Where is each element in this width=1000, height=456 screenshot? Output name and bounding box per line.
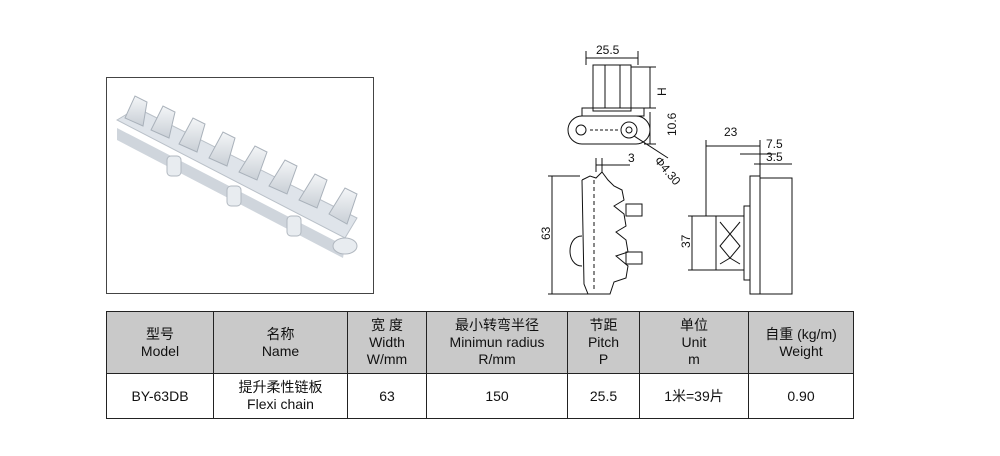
cell-model: BY-63DB	[106, 373, 214, 419]
table-row: BY-63DB 提升柔性链板 Flexi chain 63 150 25.5 1…	[106, 373, 854, 419]
technical-drawing: 25.5 H 10.6 Φ4.30 3 63 37 23 7.5 3.5	[539, 43, 793, 295]
chain-front-profile	[581, 171, 629, 295]
header-name: 名称 Name	[213, 311, 348, 374]
dim-overall-63: 63	[539, 226, 553, 240]
dim-height-10-6: 10.6	[665, 112, 679, 136]
cell-radius: 150	[426, 373, 568, 419]
cell-pitch: 25.5	[567, 373, 640, 419]
cell-width: 63	[347, 373, 427, 419]
dim-side-3-5: 3.5	[766, 150, 783, 164]
flexi-chain-image	[115, 95, 358, 258]
spec-table: 型号 Model 名称 Name 宽 度 Width W/mm 最小转弯半径 M…	[106, 311, 854, 419]
side-view-block	[715, 215, 745, 271]
table-header-row: 型号 Model 名称 Name 宽 度 Width W/mm 最小转弯半径 M…	[106, 311, 854, 374]
dim-side-7-5: 7.5	[766, 137, 783, 151]
dim-pin-diameter: Φ4.30	[652, 154, 684, 188]
cell-unit: 1米=39片	[639, 373, 749, 419]
dim-gap-3: 3	[628, 151, 635, 165]
cell-weight: 0.90	[748, 373, 854, 419]
product-photo	[106, 77, 374, 294]
dim-height-h: H	[655, 87, 669, 96]
header-pitch: 节距 Pitch P	[567, 311, 640, 374]
header-radius: 最小转弯半径 Minimun radius R/mm	[426, 311, 568, 374]
dim-side-23: 23	[724, 125, 738, 139]
cell-name: 提升柔性链板 Flexi chain	[213, 373, 348, 419]
side-view-plate	[759, 177, 793, 295]
dim-pitch-width: 25.5	[596, 43, 620, 57]
header-width: 宽 度 Width W/mm	[347, 311, 427, 374]
link-top-body	[592, 64, 632, 112]
header-model: 型号 Model	[106, 311, 214, 374]
dim-tab-37: 37	[679, 234, 693, 248]
link-side-body	[567, 115, 651, 145]
header-unit: 单位 Unit m	[639, 311, 749, 374]
header-weight: 自重 (kg/m) Weight	[748, 311, 854, 374]
